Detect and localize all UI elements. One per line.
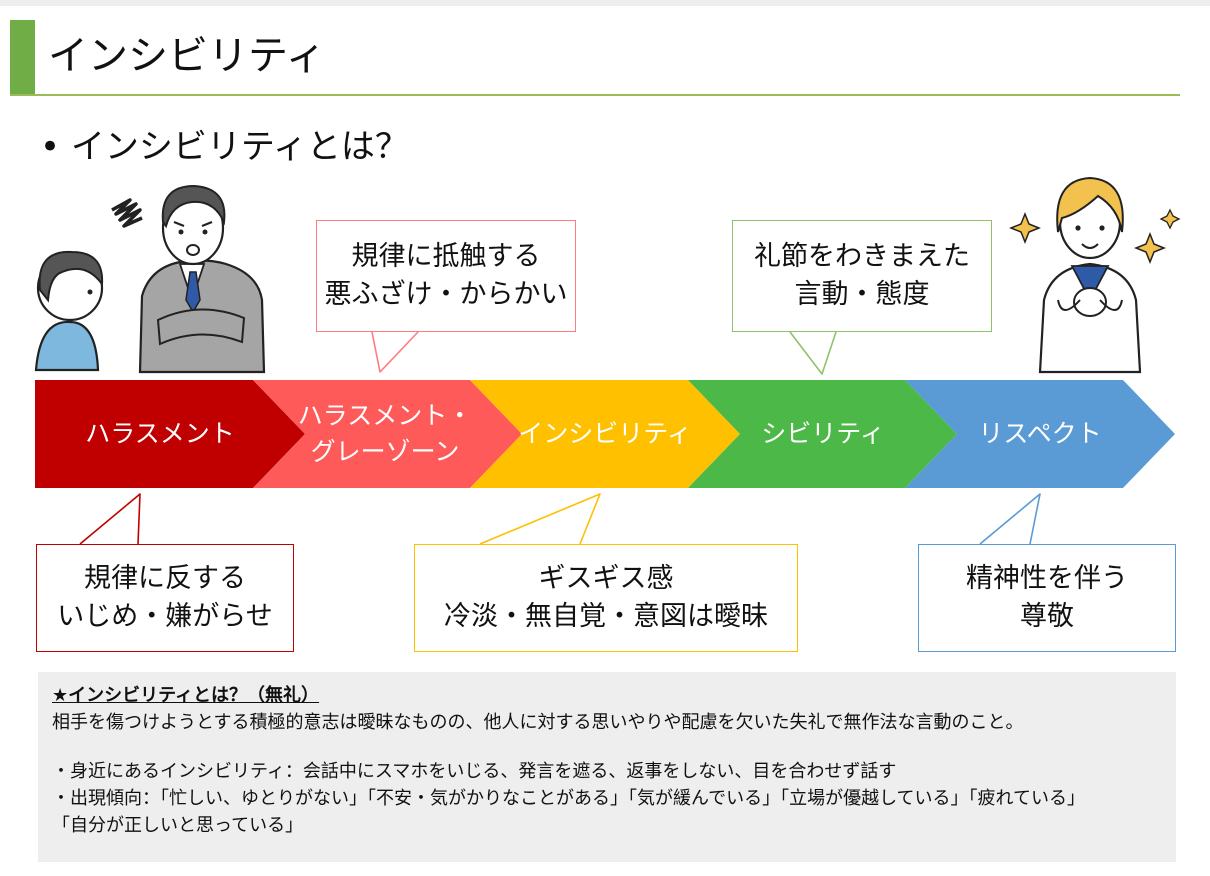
section-subtitle: • インシビリティとは？: [40, 127, 409, 167]
respect-illustration: [1008, 176, 1181, 374]
callout-civility: 礼節をわきまえた 言動・態度: [732, 220, 992, 332]
title-underline: [10, 94, 1180, 96]
sparkle-icon: [1133, 231, 1167, 265]
note-heading: ★インシビリティとは？（無礼）: [52, 685, 320, 706]
callout-tail-harassment: [79, 493, 141, 545]
callout-gray-zone: 規律に抵触する 悪ふざけ・からかい: [316, 220, 576, 332]
callout-incivility: ギスギス感 冷淡・無自覚・意図は曖昧: [414, 544, 798, 652]
callout-tail-gray-zone: [371, 331, 419, 373]
sparkle-icon: [1008, 211, 1042, 245]
note-examples: ・身近にあるインシビリティ：会話中にスマホをいじる、発言を遮る、返事をしない、目…: [52, 761, 897, 782]
note-tendency: ・出現傾向：「忙しい、ゆとりがない」「不安・気がかりなことがある」「気が緩んでい…: [52, 788, 1086, 809]
note-tendency-continued: 「自分が正しいと思っている」: [52, 815, 304, 836]
scale-chevrons: [35, 380, 1175, 488]
callout-tail-respect: [979, 493, 1041, 545]
definition-note: ★インシビリティとは？（無礼） 相手を傷つけようとする積極的意志は曖昧なものの、…: [38, 672, 1176, 862]
chevron-gray-zone: [253, 380, 522, 488]
scale-label-incivility: インシビリティ: [518, 419, 692, 448]
harassment-illustration: [34, 184, 266, 374]
note-definition: 相手を傷つけようとする積極的意志は曖昧なものの、他人に対する思いやりや配慮を欠い…: [52, 712, 1024, 733]
callout-harassment: 規律に反する いじめ・嫌がらせ: [36, 544, 294, 652]
chevron-respect: [905, 380, 1175, 488]
scale-label-civility: シビリティ: [761, 419, 885, 448]
callout-tail-civility: [789, 331, 837, 375]
sparkle-icon: [1159, 208, 1181, 230]
page-title: インシビリティ: [48, 33, 326, 79]
callout-respect: 精神性を伴う 尊敬: [918, 544, 1176, 652]
top-band: [0, 0, 1210, 6]
chevron-civility: [688, 380, 957, 488]
scale-label-gray-zone: ハラスメント・ グレーゾーン: [297, 401, 473, 466]
scale-label-respect: リスペクト: [978, 419, 1102, 448]
callout-tail-incivility: [479, 493, 601, 545]
chevron-incivility: [470, 380, 740, 488]
title-accent-bar: [10, 20, 35, 94]
scale-label-harassment: ハラスメント: [85, 419, 235, 448]
chevron-harassment: [35, 380, 305, 488]
